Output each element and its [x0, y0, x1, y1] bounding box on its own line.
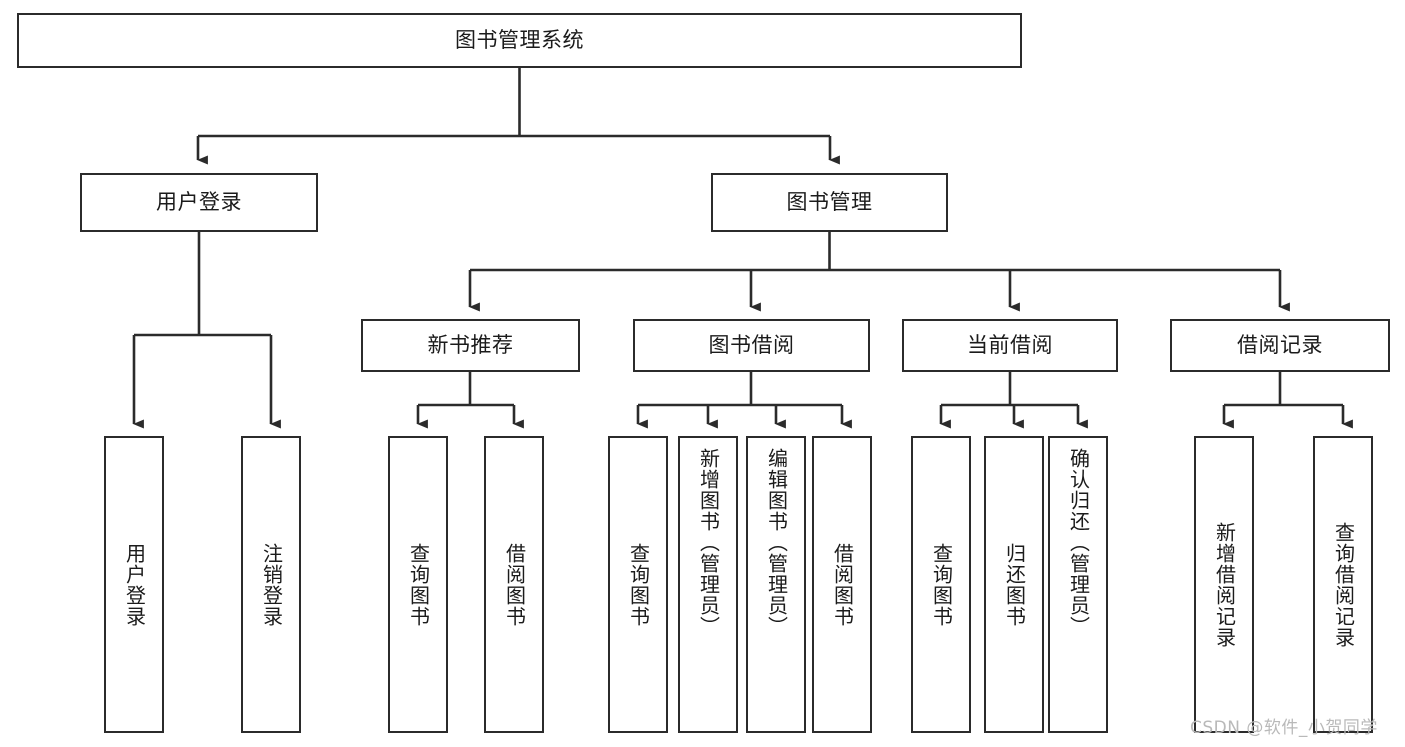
node-new-book-recommend: 新书推荐 [361, 319, 580, 372]
node-leaf-edit-book-label: 编辑图书（管理员） [764, 448, 789, 637]
node-leaf-return-book-label: 归还图书 [1002, 542, 1027, 627]
node-leaf-borrow-book-rec: 借阅图书 [484, 436, 544, 733]
node-current-borrow-label: 当前借阅 [967, 332, 1053, 357]
node-leaf-add-borrow-record-label: 新增借阅记录 [1212, 521, 1237, 648]
node-borrow-record: 借阅记录 [1170, 319, 1390, 372]
node-leaf-query-book-current-label: 查询图书 [929, 542, 954, 627]
node-leaf-add-borrow-record: 新增借阅记录 [1194, 436, 1254, 733]
node-leaf-query-book-borrow: 查询图书 [608, 436, 668, 733]
node-leaf-confirm-return: 确认归还（管理员） [1048, 436, 1108, 733]
node-leaf-logout-login: 注销登录 [241, 436, 301, 733]
node-leaf-query-borrow-record: 查询借阅记录 [1313, 436, 1373, 733]
node-leaf-query-book-borrow-label: 查询图书 [626, 542, 651, 627]
node-leaf-add-book: 新增图书（管理员） [678, 436, 738, 733]
node-leaf-user-login: 用户登录 [104, 436, 164, 733]
node-leaf-user-login-label: 用户登录 [122, 542, 147, 627]
node-leaf-logout-login-label: 注销登录 [259, 542, 284, 627]
csdn-watermark: CSDN @软件_小贺同学 [1190, 718, 1378, 738]
node-borrow-record-label: 借阅记录 [1237, 332, 1323, 357]
node-leaf-return-book: 归还图书 [984, 436, 1044, 733]
node-leaf-edit-book: 编辑图书（管理员） [746, 436, 806, 733]
node-leaf-confirm-return-label: 确认归还（管理员） [1066, 448, 1091, 637]
node-book-borrow-label: 图书借阅 [708, 332, 795, 357]
node-leaf-query-book-rec-label: 查询图书 [406, 542, 431, 627]
node-current-borrow: 当前借阅 [902, 319, 1118, 372]
node-book-borrow: 图书借阅 [633, 319, 870, 372]
node-root-system: 图书管理系统 [17, 13, 1022, 68]
node-user-login: 用户登录 [80, 173, 318, 232]
node-book-manage-label: 图书管理 [786, 189, 873, 214]
node-leaf-borrow-book-label: 借阅图书 [830, 542, 855, 627]
node-new-book-recommend-label: 新书推荐 [427, 332, 514, 357]
node-root-system-label: 图书管理系统 [455, 27, 584, 52]
node-leaf-borrow-book-rec-label: 借阅图书 [502, 542, 527, 627]
node-book-manage: 图书管理 [711, 173, 948, 232]
node-leaf-borrow-book: 借阅图书 [812, 436, 872, 733]
node-leaf-query-borrow-record-label: 查询借阅记录 [1331, 521, 1356, 648]
node-leaf-add-book-label: 新增图书（管理员） [696, 448, 721, 637]
node-user-login-label: 用户登录 [156, 189, 242, 214]
node-leaf-query-book-rec: 查询图书 [388, 436, 448, 733]
node-leaf-query-book-current: 查询图书 [911, 436, 971, 733]
